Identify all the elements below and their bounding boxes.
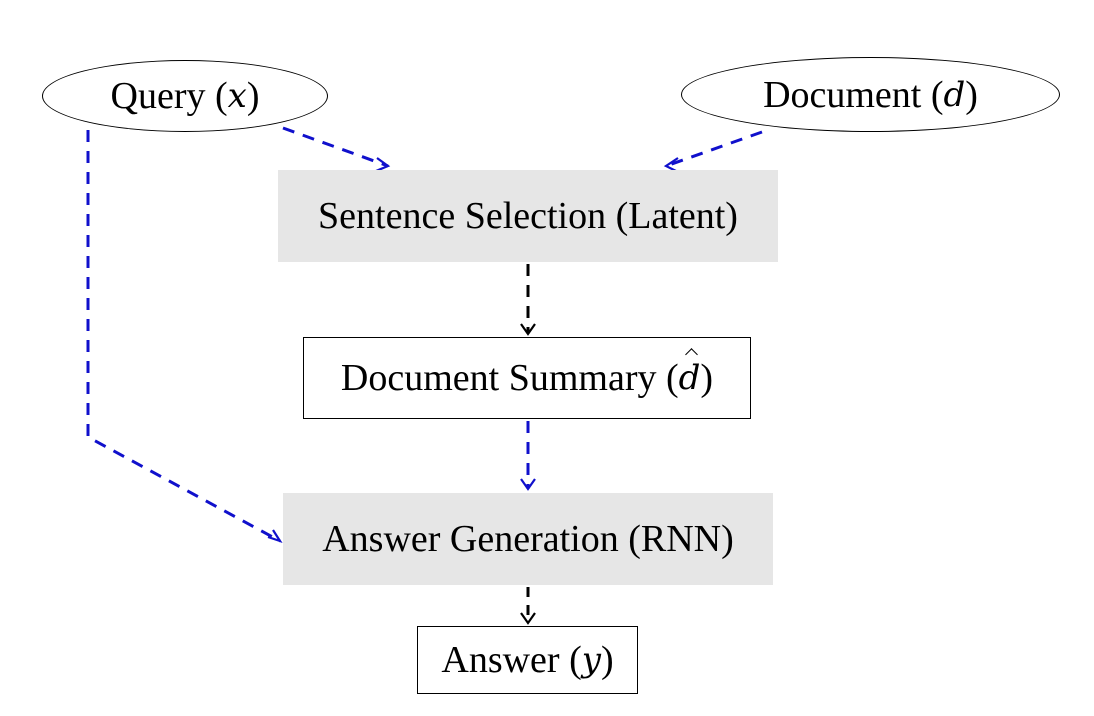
query-close: ) [246,75,260,117]
query-variable: x [227,76,247,116]
edge-document-summary-to-answer-generation [520,421,536,491]
edge-answer-generation-to-answer [520,587,536,625]
document-close: ) [965,73,978,116]
document-summary-variable: d [678,358,701,398]
document-summary-close: ) [700,357,714,399]
sentence-selection-node: Sentence Selection (Latent) [278,170,778,262]
document-label: Document ( [763,73,944,116]
answer-generation-label: Answer Generation (RNN) [322,518,734,560]
edge-document-to-sentence-selection [663,130,763,173]
answer-node: Answer (y) [417,626,638,694]
document-variable: d [943,74,966,115]
answer-variable: y [581,640,601,680]
query-label: Query ( [110,75,228,117]
answer-generation-node: Answer Generation (RNN) [283,493,773,585]
answer-label: Answer ( [441,639,582,681]
query-node: Query (x) [42,60,328,132]
sentence-selection-label: Sentence Selection (Latent) [318,195,738,237]
edge-sentence-selection-to-document-summary [520,264,536,336]
edge-query-to-sentence-selection [282,126,391,173]
edge-query-to-answer-generation [86,130,283,544]
document-summary-node: Document Summary (d) [303,337,751,419]
document-node: Document (d) [681,57,1060,132]
document-summary-label: Document Summary ( [340,357,679,399]
answer-close: ) [600,639,614,681]
